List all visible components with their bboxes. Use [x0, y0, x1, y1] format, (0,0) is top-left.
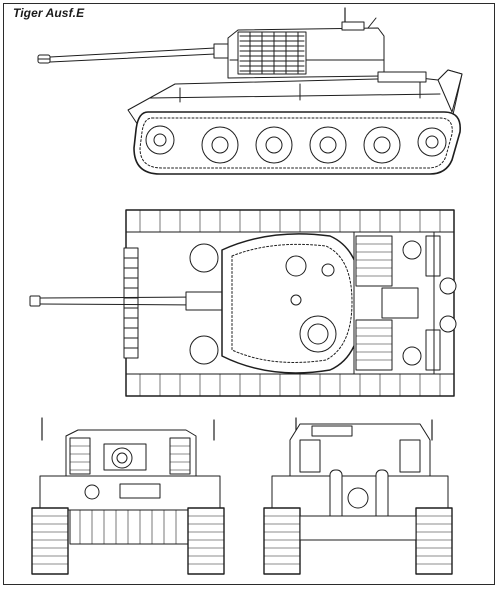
front-track-right	[188, 508, 224, 574]
rear-view	[264, 418, 452, 574]
top-gun-barrel	[30, 292, 226, 310]
front-view	[32, 418, 224, 574]
front-track-left	[32, 508, 68, 574]
driver-hatch	[190, 244, 218, 272]
rear-track-left	[264, 508, 300, 574]
side-track	[134, 112, 460, 174]
rear-hatch	[348, 488, 368, 508]
side-road-wheels	[146, 126, 446, 163]
turret-spare-tracks	[238, 32, 306, 74]
top-track-links	[140, 210, 440, 396]
front-hull	[40, 476, 220, 510]
sheet-title: Tiger Ausf.E	[13, 6, 85, 20]
top-turret	[222, 234, 362, 373]
top-front-spare-tracks	[124, 248, 138, 358]
front-glacis	[70, 510, 190, 544]
side-turret	[228, 8, 384, 78]
commander-cupola	[300, 316, 336, 352]
rear-turret	[290, 424, 430, 476]
radio-operator-hatch	[190, 336, 218, 364]
side-view	[38, 8, 462, 174]
side-gun-barrel	[38, 44, 230, 63]
sheet-border	[3, 3, 495, 585]
front-gun-muzzle	[112, 448, 132, 468]
rear-track-right	[416, 508, 452, 574]
front-turret-tracks-right	[170, 438, 190, 474]
engine-deck	[354, 232, 456, 374]
top-track-left	[126, 210, 454, 232]
top-track-right	[126, 374, 454, 396]
top-view	[30, 210, 456, 396]
front-turret-tracks-left	[70, 438, 90, 474]
